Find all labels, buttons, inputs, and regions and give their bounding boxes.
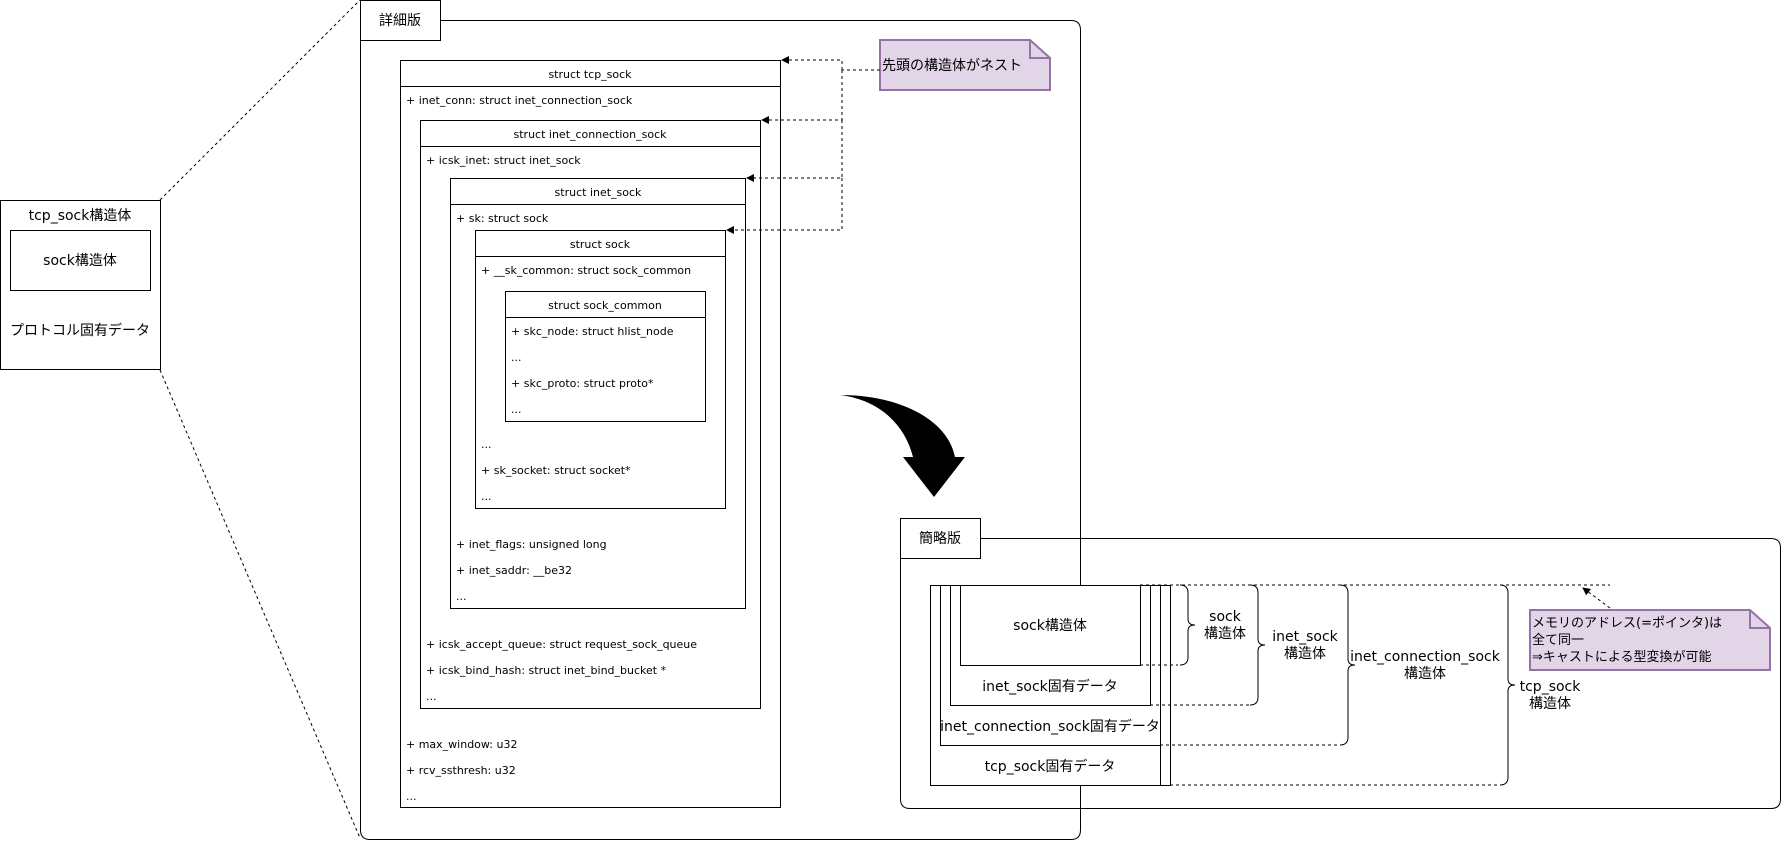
sock-box-label: sock構造体 (1013, 618, 1087, 634)
inet-sock-field-inet-flags: + inet_flags: unsigned long (456, 538, 607, 551)
zoom-line-bottom (159, 369, 361, 839)
sock-common-field-skc-node: + skc_node: struct hlist_node (511, 325, 674, 338)
tcp-sock-title: struct tcp_sock (548, 68, 632, 81)
sock-ellipsis-2: ... (481, 490, 492, 503)
overview-protocol-label: プロトコル固有データ (10, 322, 150, 339)
nest-note-text: 先頭の構造体がネスト (882, 58, 1022, 74)
tcp-sock-ellipsis: ... (406, 790, 417, 803)
tcp-sock-field-max-window: + max_window: u32 (406, 738, 517, 751)
simple-tab-label: 簡略版 (919, 531, 961, 547)
icsk-field-icsk-inet: + icsk_inet: struct inet_sock (426, 154, 581, 167)
brace-tcp-sock-label-1: tcp_sock (1520, 679, 1582, 695)
simple-container: 簡略版 (900, 518, 1781, 809)
brace-sock (1179, 584, 1196, 666)
sock-field-sk-common: + __sk_common: struct sock_common (481, 264, 691, 277)
inet-connection-sock-data-label: inet_connection_sock固有データ (940, 718, 1160, 735)
brace-inet-sock-label-1: inet_sock (1272, 629, 1338, 645)
sock-title: struct sock (570, 238, 631, 251)
overview-title: tcp_sock構造体 (29, 208, 132, 224)
detail-tab-label: 詳細版 (379, 13, 421, 29)
transition-arrow (840, 395, 965, 497)
brace-sock-label-1: sock (1209, 609, 1242, 625)
inet-sock-title: struct inet_sock (555, 186, 643, 199)
brace-tcp-sock-label-2: 構造体 (1529, 696, 1571, 712)
icsk-field-accept-queue: + icsk_accept_queue: struct request_sock… (426, 638, 697, 651)
inet-sock-ellipsis: ... (456, 590, 467, 603)
icsk-ellipsis: ... (426, 690, 437, 703)
detail-container: 詳細版 (360, 0, 1081, 840)
inet-connection-sock-title: struct inet_connection_sock (514, 128, 668, 141)
detail-tab (360, 0, 441, 41)
brace-inet-connection-sock (1339, 584, 1356, 746)
sock-field-sk-socket: + sk_socket: struct socket* (481, 464, 631, 477)
sock-common-field-skc-proto: + skc_proto: struct proto* (511, 377, 654, 390)
arrow-to-sock (726, 178, 843, 234)
inet-sock-field-sk: + sk: struct sock (456, 212, 549, 225)
brace-sock-label-2: 構造体 (1204, 626, 1246, 642)
overview-sock-box (10, 230, 151, 291)
brace-icsk-label-1: inet_connection_sock (1350, 649, 1501, 665)
address-note-line-1: メモリのアドレス(=ポインタ)は (1532, 616, 1722, 631)
address-note-line-2: 全て同一 (1532, 632, 1584, 648)
overview-sock-label: sock構造体 (43, 253, 117, 269)
struct-sock-common: struct sock_common + skc_node: struct hl… (505, 291, 706, 422)
nest-note: 先頭の構造体がネスト (879, 39, 1051, 91)
brace-icsk-label-2: 構造体 (1404, 666, 1446, 682)
arrow-to-tcp-sock (781, 56, 843, 70)
inet-sock-data-label: inet_sock固有データ (982, 678, 1118, 695)
arrow-to-inet-sock (746, 120, 843, 182)
brace-inet-sock (1249, 584, 1266, 706)
brace-tcp-sock (1499, 584, 1516, 786)
overview-tcp-sock-box: tcp_sock構造体 sock構造体 プロトコル固有データ (0, 200, 161, 370)
tcp-sock-field-inet-conn: + inet_conn: struct inet_connection_sock (406, 94, 633, 107)
sock-common-title: struct sock_common (548, 299, 662, 312)
zoom-line-top (159, 0, 361, 201)
address-note: メモリのアドレス(=ポインタ)は 全て同一 ⇒キャストによる型変換が可能 (1529, 609, 1771, 671)
sock-common-ellipsis-1: ... (511, 351, 522, 364)
sock-ellipsis-1: ... (481, 438, 492, 451)
inet-sock-field-inet-saddr: + inet_saddr: __be32 (456, 564, 572, 577)
sock-common-ellipsis-2: ... (511, 403, 522, 416)
address-note-line-3: ⇒キャストによる型変換が可能 (1532, 649, 1712, 665)
tcp-sock-data-label: tcp_sock固有データ (985, 758, 1116, 775)
nest-arrows (726, 56, 880, 234)
sock-box (960, 585, 1141, 666)
address-note-arrow (1582, 587, 1611, 609)
brace-inet-sock-label-2: 構造体 (1284, 646, 1326, 662)
simple-tab (900, 518, 981, 559)
tcp-sock-field-rcv-ssthresh: + rcv_ssthresh: u32 (406, 764, 516, 777)
icsk-field-bind-hash: + icsk_bind_hash: struct inet_bind_bucke… (426, 664, 667, 677)
